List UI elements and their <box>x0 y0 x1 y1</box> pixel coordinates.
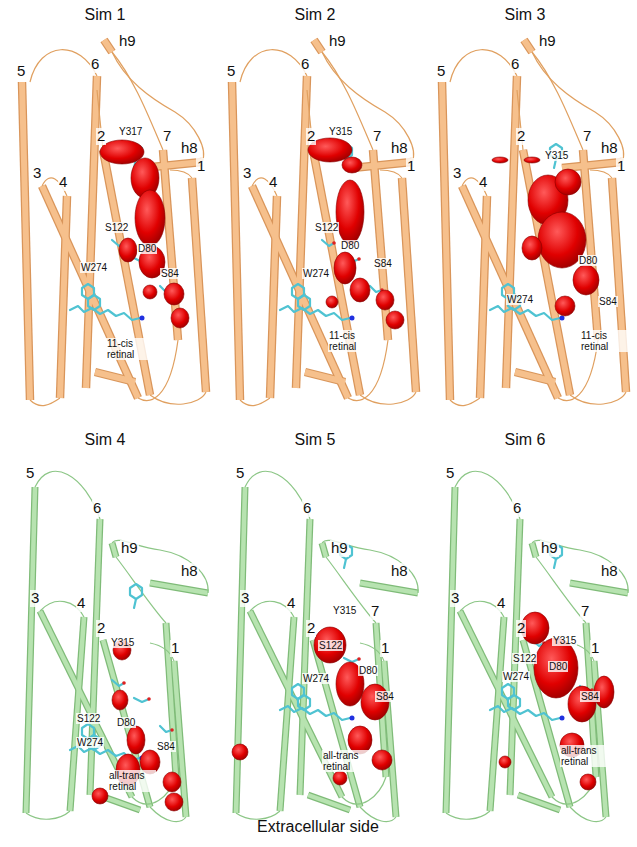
helix-number: 6 <box>300 56 310 73</box>
residue-label: W274 <box>302 268 330 279</box>
helix-number: h9 <box>118 33 137 50</box>
helix-number: 4 <box>496 595 506 612</box>
helix-number: 1 <box>590 640 600 657</box>
helix-number: 5 <box>16 63 26 80</box>
residue-label: S122 <box>76 713 101 724</box>
residue-label: D80 <box>578 255 598 266</box>
helix-number: h8 <box>390 563 409 580</box>
helix-number: 2 <box>96 620 106 637</box>
helix-number: 7 <box>162 128 172 145</box>
panel-title: Sim 6 <box>505 431 546 449</box>
residue-label: W274 <box>502 671 530 682</box>
helix-number: 4 <box>268 174 278 191</box>
helix-number: 1 <box>380 640 390 657</box>
helix-number: 6 <box>512 500 522 517</box>
residue-label: S84 <box>580 691 600 702</box>
helix-number: 5 <box>235 465 245 482</box>
panel-title: Sim 2 <box>295 6 336 24</box>
residue-label: S122 <box>104 222 129 233</box>
residue-label: S84 <box>373 258 393 269</box>
ligand-label: all-trans retinal <box>322 750 370 772</box>
helix-number: 5 <box>436 63 446 80</box>
helix-number: h8 <box>600 563 619 580</box>
helix-number: 6 <box>92 500 102 517</box>
residue-label: S84 <box>156 741 176 752</box>
residue-label: W274 <box>80 262 108 273</box>
helix-number: 2 <box>516 128 526 145</box>
helix-number: 2 <box>96 128 106 145</box>
residue-label: Y315 <box>110 637 135 648</box>
helix-number: 5 <box>25 465 35 482</box>
helix-number: 1 <box>406 158 416 175</box>
helix-number: 3 <box>32 165 42 182</box>
residue-label: S84 <box>598 296 618 307</box>
helix-number: 1 <box>170 640 180 657</box>
ligand-label: all-trans retinal <box>560 745 608 767</box>
ligand-label: all-trans retinal <box>108 770 156 792</box>
figure-caption: Extracellular side <box>257 818 379 836</box>
helix-number: 6 <box>302 500 312 517</box>
residue-label: D80 <box>116 717 136 728</box>
helix-number: h9 <box>330 540 349 557</box>
helix-number: h8 <box>180 140 199 157</box>
panel-title: Sim 3 <box>505 6 546 24</box>
helix-number: 2 <box>306 128 316 145</box>
helix-number: 5 <box>226 63 236 80</box>
residue-label: W274 <box>76 737 104 748</box>
helix-number: 4 <box>76 595 86 612</box>
residue-label: S122 <box>318 640 343 651</box>
helix-number: 7 <box>582 128 592 145</box>
helix-number: 6 <box>90 56 100 73</box>
helix-number: 5 <box>445 465 455 482</box>
helix-number: 4 <box>58 174 68 191</box>
helix-number: h8 <box>180 563 199 580</box>
panel-title: Sim 4 <box>85 431 126 449</box>
residue-label: Y315 <box>552 635 577 646</box>
helix-number: h9 <box>538 33 557 50</box>
helix-number: h9 <box>120 540 139 557</box>
residue-label: S84 <box>375 691 395 702</box>
helix-number: 4 <box>286 595 296 612</box>
residue-label: Y317 <box>118 126 143 137</box>
helix-number: 7 <box>372 128 382 145</box>
helix-number: h8 <box>390 140 409 157</box>
helix-number: 7 <box>370 603 380 620</box>
helix-number: 4 <box>478 174 488 191</box>
residue-label: D80 <box>340 240 360 251</box>
helix-number: h8 <box>600 140 619 157</box>
helix-number: 3 <box>240 590 250 607</box>
helix-number: h9 <box>540 540 559 557</box>
residue-label: S84 <box>160 268 180 279</box>
helix-number: 2 <box>306 620 316 637</box>
residue-label: W274 <box>506 294 534 305</box>
helix-number: 3 <box>452 165 462 182</box>
residue-label: D80 <box>137 243 157 254</box>
residue-label: Y315 <box>332 605 357 616</box>
helix-number: 1 <box>196 158 206 175</box>
panel-title: Sim 1 <box>85 6 126 24</box>
ligand-label: 11-cis retinal <box>106 338 154 360</box>
helix-number: 2 <box>516 620 526 637</box>
helix-number: 1 <box>616 158 626 175</box>
residue-label: D80 <box>358 665 378 676</box>
ligand-label: 11-cis retinal <box>580 330 628 352</box>
helix-number: 7 <box>580 603 590 620</box>
helix-number: h9 <box>328 33 347 50</box>
residue-label: D80 <box>548 661 568 672</box>
helix-number: 3 <box>450 590 460 607</box>
ligand-label: 11-cis retinal <box>328 330 376 352</box>
residue-label: S122 <box>314 222 339 233</box>
helix-number: 3 <box>30 590 40 607</box>
residue-label: Y315 <box>544 150 569 161</box>
residue-label: Y315 <box>328 126 353 137</box>
panel-title: Sim 5 <box>295 431 336 449</box>
residue-label: S122 <box>512 653 537 664</box>
residue-label: W274 <box>302 673 330 684</box>
helix-number: 3 <box>242 165 252 182</box>
helix-number: 6 <box>510 56 520 73</box>
